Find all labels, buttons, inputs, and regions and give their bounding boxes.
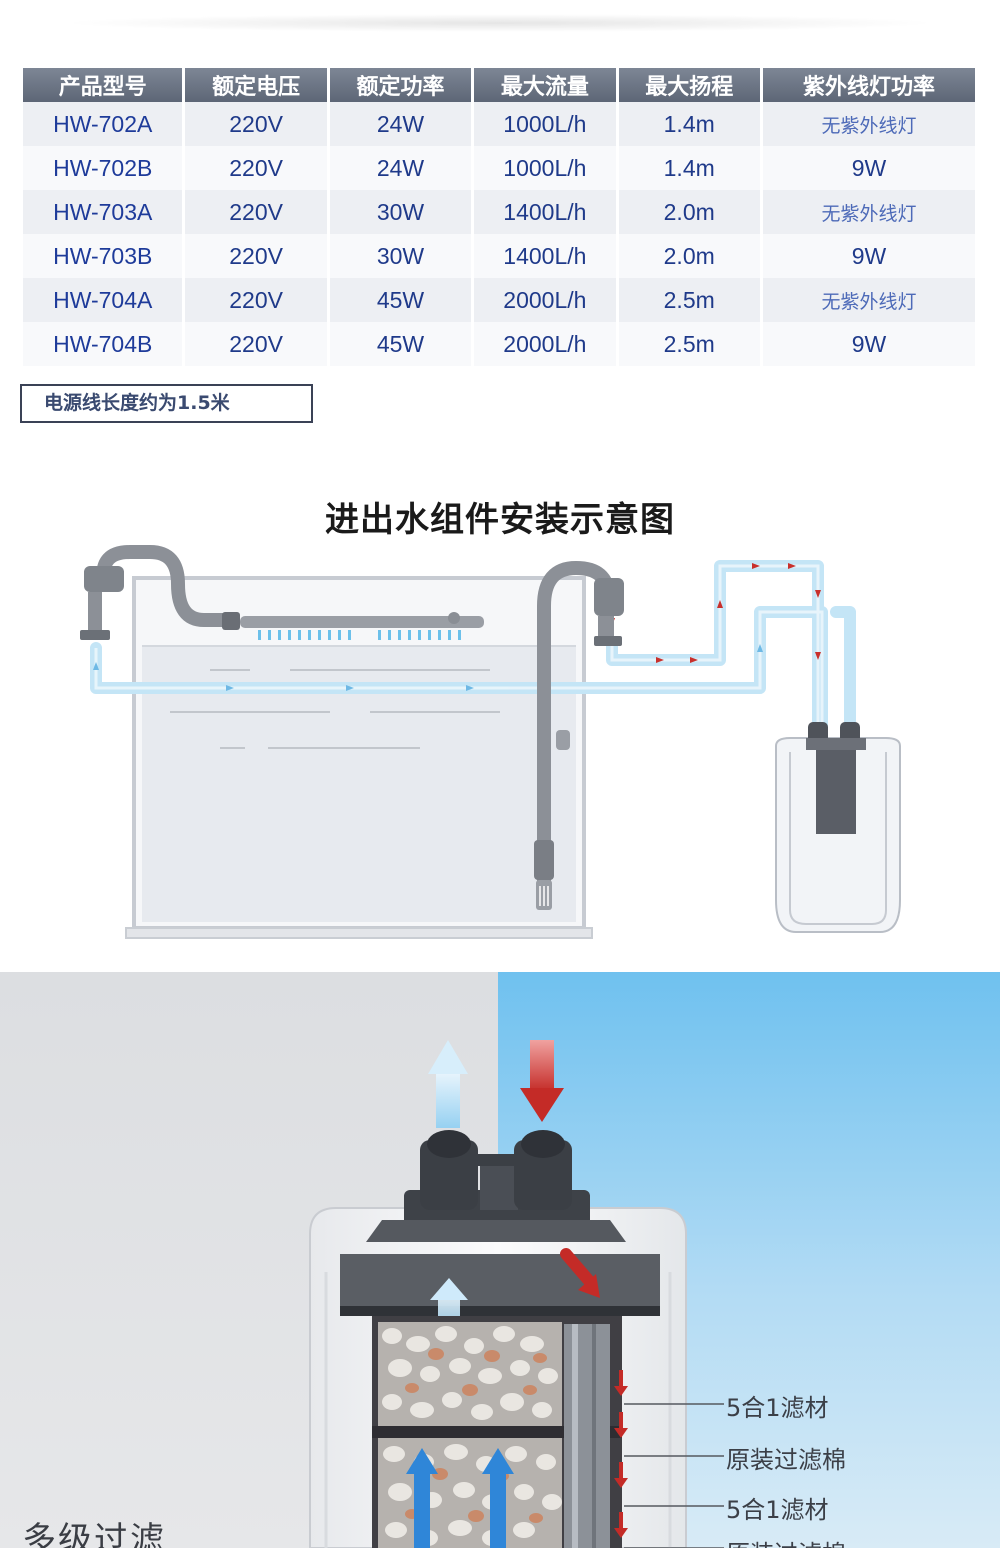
cell-power: 30W <box>329 190 472 234</box>
cell-uv-power: 无紫外线灯 <box>762 278 975 322</box>
cell-uv-power: 9W <box>762 146 975 190</box>
cell-flow: 1000L/h <box>474 146 616 190</box>
inflow-corner-arrow-icon <box>560 1248 600 1298</box>
flow-arrow-blue-icon <box>93 644 763 691</box>
cell-model: HW-704A <box>23 278 183 322</box>
cell-head: 2.0m <box>618 190 760 234</box>
cell-power: 24W <box>329 102 472 146</box>
installation-diagram <box>80 545 901 939</box>
filtration-section: 5合1滤材 原装过滤棉 5合1滤材 原装过滤棉 多级过滤 <box>0 972 1000 1548</box>
cell-uv-power: 无紫外线灯 <box>762 102 975 146</box>
top-shadow <box>60 14 940 32</box>
media-label-4: 原装过滤棉 <box>726 1534 846 1548</box>
cell-uv-power: 9W <box>762 234 975 278</box>
header-head: 最大扬程 <box>618 68 760 102</box>
cell-uv-power: 无紫外线灯 <box>762 190 975 234</box>
outflow-arrow-icon <box>428 1040 468 1128</box>
filter-cutaway-illustration <box>309 1040 724 1548</box>
cell-voltage: 220V <box>185 278 327 322</box>
cell-head: 1.4m <box>618 102 760 146</box>
cell-voltage: 220V <box>185 322 327 366</box>
filter-media-stones <box>378 1322 562 1548</box>
cell-voltage: 220V <box>185 102 327 146</box>
cell-flow: 1400L/h <box>474 234 616 278</box>
cell-head: 2.0m <box>618 234 760 278</box>
section-title-multi-stage: 多级过滤 <box>22 1520 166 1548</box>
cell-model: HW-702B <box>23 146 183 190</box>
header-uv-power: 紫外线灯功率 <box>762 68 975 102</box>
valve-head <box>366 1130 626 1242</box>
header-flow: 最大流量 <box>474 68 616 102</box>
spec-table-header-row: 产品型号 额定电压 额定功率 最大流量 最大扬程 紫外线灯功率 <box>23 68 975 102</box>
internal-flow-down-icon <box>614 1370 628 1538</box>
outlet-spray-bar <box>80 545 484 640</box>
media-label-2: 原装过滤棉 <box>726 1446 846 1474</box>
cell-power: 45W <box>329 322 472 366</box>
cable-length-note: 电源线长度约为1.5米 <box>20 384 313 423</box>
aquarium-tank <box>125 576 593 939</box>
cell-model: HW-703A <box>23 190 183 234</box>
cell-power: 45W <box>329 278 472 322</box>
cell-voltage: 220V <box>185 234 327 278</box>
media-label-3: 5合1滤材 <box>726 1496 829 1524</box>
canister-filter <box>775 722 901 933</box>
inlet-pipe <box>534 560 624 910</box>
cell-model: HW-703B <box>23 234 183 278</box>
cell-flow: 2000L/h <box>474 322 616 366</box>
inflow-arrow-icon <box>520 1040 564 1122</box>
header-model: 产品型号 <box>23 68 183 102</box>
cell-uv-power: 9W <box>762 322 975 366</box>
cell-voltage: 220V <box>185 190 327 234</box>
cell-flow: 1400L/h <box>474 190 616 234</box>
cell-head: 2.5m <box>618 322 760 366</box>
cell-flow: 1000L/h <box>474 102 616 146</box>
header-voltage: 额定电压 <box>185 68 327 102</box>
diagram-title: 进出水组件安装示意图 <box>325 500 675 540</box>
cell-model: HW-702A <box>23 102 183 146</box>
cell-voltage: 220V <box>185 146 327 190</box>
media-label-1: 5合1滤材 <box>726 1394 829 1422</box>
header-power: 额定功率 <box>329 68 472 102</box>
cell-power: 30W <box>329 234 472 278</box>
internal-flow-up-icon <box>406 1448 514 1548</box>
cell-model: HW-704B <box>23 322 183 366</box>
cell-head: 2.5m <box>618 278 760 322</box>
cell-power: 24W <box>329 146 472 190</box>
cell-flow: 2000L/h <box>474 278 616 322</box>
cell-head: 1.4m <box>618 146 760 190</box>
